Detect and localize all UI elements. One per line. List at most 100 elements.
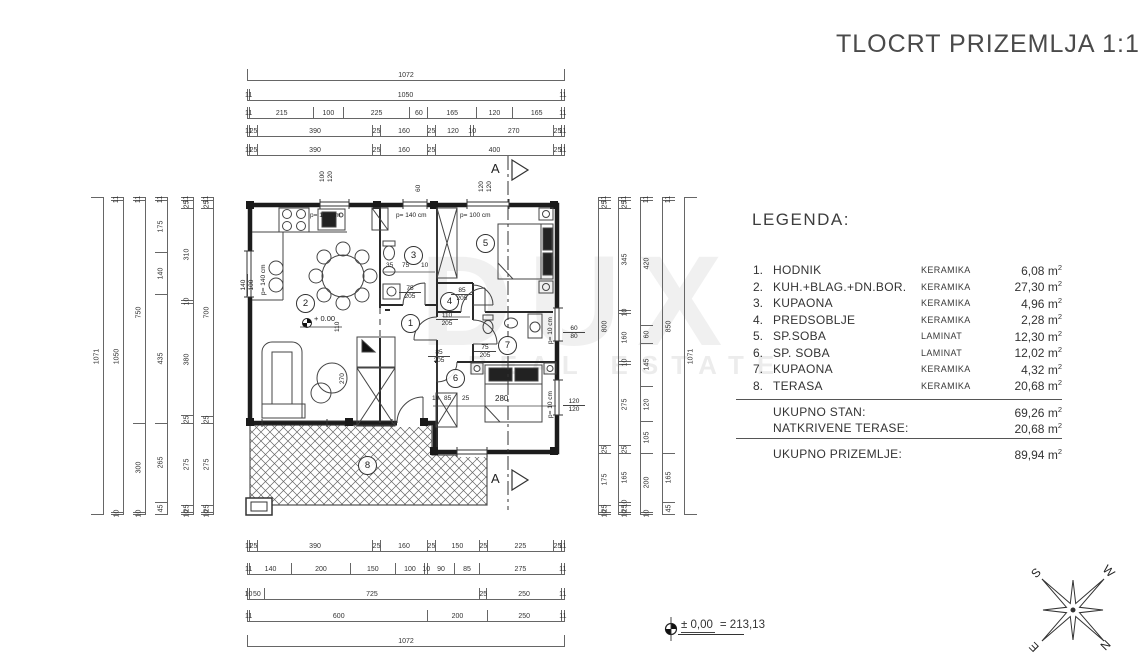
dim-label: 250 [488,610,562,621]
dim-label: 80 [563,332,585,340]
dim-label: 75 [406,285,414,292]
dim-col-right-5: 1071 [684,197,697,515]
dim-label: 300 [135,462,143,474]
legend-num: 4. [753,312,764,327]
legend-material: KERAMIKA [921,380,971,391]
parapet-label: p= 140 cm [260,264,267,295]
legend-area: 6,08 m2 [1021,262,1062,278]
legend-room: TERASA [773,378,823,393]
page-title: TLOCRT PRIZEMLJA 1:100 [836,30,1138,58]
dim-label: 25 [621,200,629,209]
total-label: NATKRIVENE TERASE: [773,421,909,435]
dim-label: 250 [487,588,562,599]
dim-label: 205 [451,294,473,302]
legend-num: 7. [753,362,764,377]
legend-divider [736,438,1062,439]
dim-label: 205 [399,292,421,300]
dim-label: 120 [436,125,472,136]
room-circle-6: 6 [446,369,465,388]
legend-num: 3. [753,296,764,311]
legend-num: 1. [753,263,764,278]
dim-col-left-1: 1071 [91,197,104,515]
dim-label: 275 [183,458,191,471]
dim-label: 390 [258,144,374,155]
dim-label: 10 [643,509,651,518]
legend-area: 27,30 m2 [1014,279,1062,295]
dim-label: 345 [621,253,629,266]
watermark-logo: DUX [420,230,739,373]
dim-label: 25 [373,144,381,155]
dim-label: 11 [665,195,673,203]
dim-label: 120 [477,107,513,118]
dim-label: 60 [570,325,578,332]
dim-label: 105 [643,431,651,444]
legend-total-row: UKUPNO STAN:69,26 m2 [736,404,1062,420]
dim-label: 160 [381,540,429,551]
parapet-label: p= 140 cm [310,212,341,219]
dim-label: 45 [665,504,673,513]
dim-label: 10 [621,358,629,367]
bedroom6-furniture [383,271,557,428]
window-size-label: 120 [486,181,493,192]
dim-label: 25 [428,125,436,136]
dim-label: 750 [135,306,143,318]
legend-material: LAMINAT [921,331,963,342]
legend-num: 5. [753,329,764,344]
dim-label: 50 [250,588,265,599]
stair-shaft [356,283,401,427]
dim-label: 275 [621,398,629,411]
sofa [261,341,348,419]
dim-label: 11 [559,144,566,155]
dim-label: 10 [468,125,476,136]
dim-label: 85 [435,349,443,356]
dim-label: 11 [559,588,566,599]
dim-label: 205 [428,356,450,364]
legend-material: KERAMIKA [921,364,971,375]
dim-label: 35 [386,262,394,269]
dim-label: 85 [455,563,481,574]
dim-label: 90 [428,563,455,574]
legend-room: KUPAONA [773,362,833,377]
dim-label: 280 [495,394,509,403]
dining-table [308,241,378,311]
bedroom5-furniture [436,207,554,294]
dim-label: 25 [250,540,258,551]
dim-label: 25 [428,540,436,551]
section-letter-bottom: A [491,471,500,486]
dim-label: 200 [292,563,352,574]
dim-label: 11 [559,125,566,136]
dim-label: 435 [157,353,165,365]
legend-room: KUH.+BLAG.+DN.BOR. [773,279,907,294]
dim-label: 75 [402,262,410,269]
legend-grand-total: UKUPNO PRIZEMLJE:89,94 m2 [736,446,1062,462]
legend-material: LAMINAT [921,347,963,358]
room-circle-8: 8 [358,456,377,475]
dim-label: 205 [474,351,496,359]
legend-area: 2,28 m2 [1021,312,1062,328]
window-size-label: 60 [415,184,422,192]
dim-label: 11 [245,125,252,136]
room-circle-5: 5 [476,234,495,253]
legend-material: KERAMIKA [921,281,971,292]
dim-row-top-1: 1072 [247,69,565,81]
room-circle-3: 3 [404,246,423,265]
dim-label: 225 [344,107,411,118]
window-size-label: 120 [478,181,485,192]
